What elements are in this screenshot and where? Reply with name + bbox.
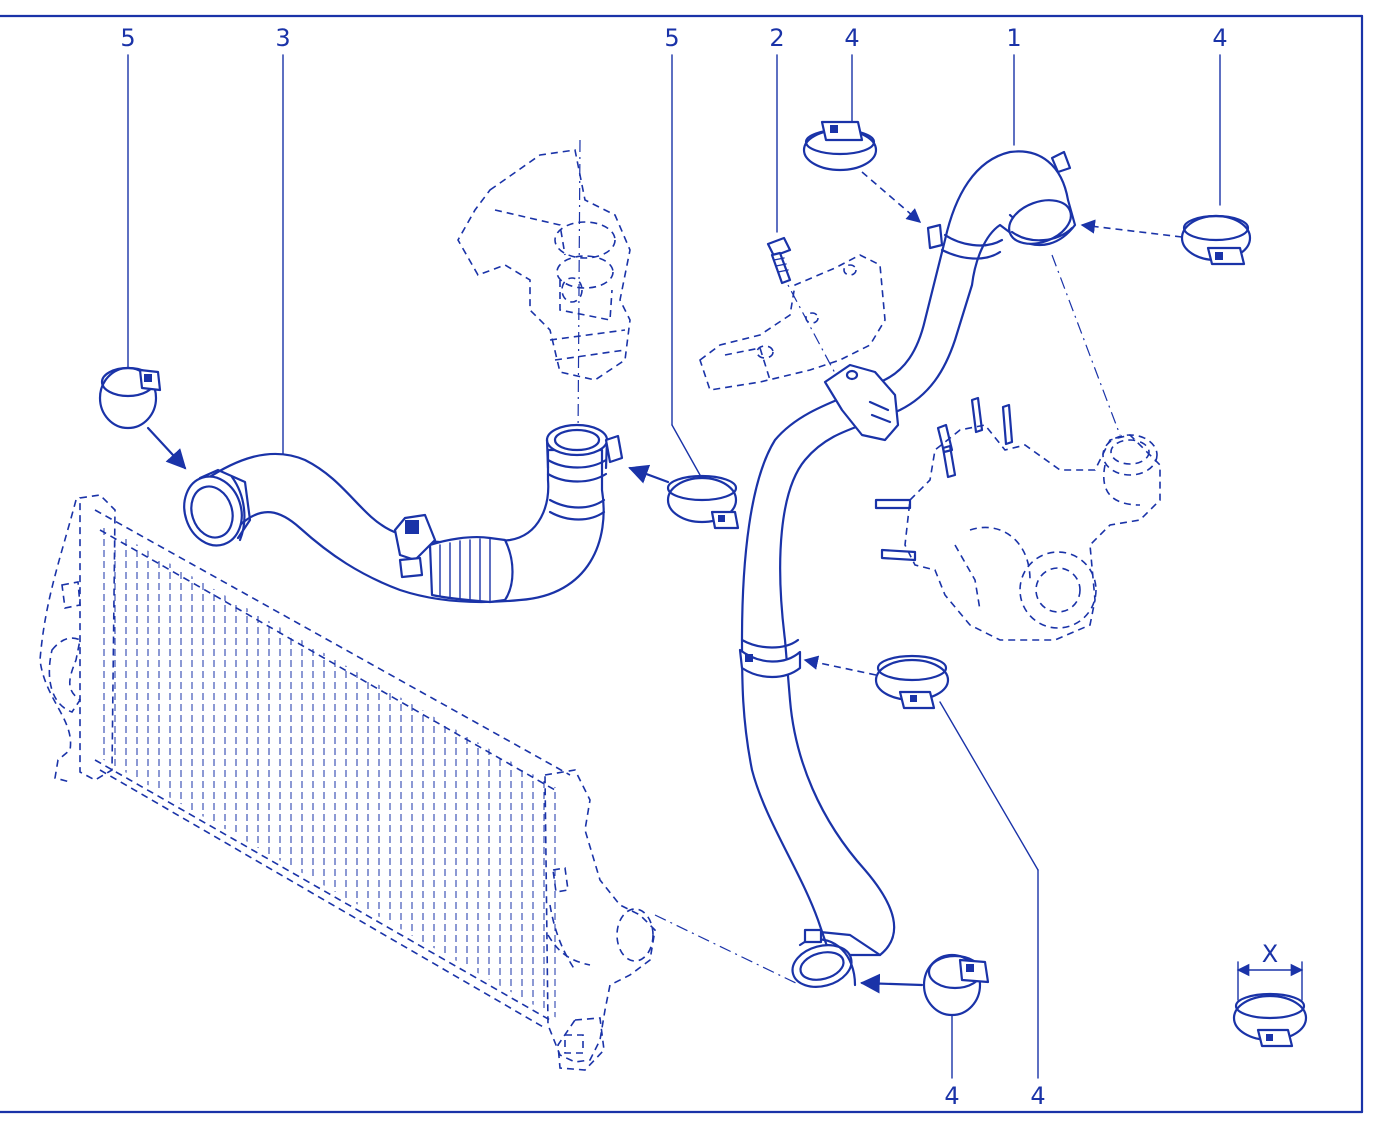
callout-label-1: 1 bbox=[1006, 24, 1021, 52]
hose-clamp-5-mid bbox=[666, 474, 740, 530]
mounting-bracket-2 bbox=[699, 236, 900, 442]
intake-hose-3 bbox=[183, 423, 624, 604]
charge-pipe-1 bbox=[738, 150, 1077, 988]
callout-label-4: 4 bbox=[1212, 24, 1227, 52]
callout-label-5: 5 bbox=[120, 24, 135, 52]
callout-label-4: 4 bbox=[844, 24, 859, 52]
callout-label-2: 2 bbox=[769, 24, 784, 52]
callout-label-3: 3 bbox=[275, 24, 290, 52]
callout-label-4: 4 bbox=[944, 1082, 959, 1110]
diagram-frame bbox=[0, 14, 1364, 1114]
throttle-housing bbox=[457, 149, 631, 381]
callout-leaders bbox=[127, 54, 1221, 1079]
hose-clamp-4-mid-right bbox=[874, 654, 950, 710]
hose-clamp-4-top-left bbox=[802, 120, 878, 172]
turbo-studs bbox=[874, 396, 1014, 562]
intercooler bbox=[39, 494, 656, 1071]
callout-label-5: 5 bbox=[664, 24, 679, 52]
hose-clamp-4-bottom bbox=[922, 953, 990, 1017]
detail-x: X bbox=[1232, 940, 1308, 1048]
dimension-label-x: X bbox=[1262, 940, 1278, 968]
hose-clamp-4-top-right bbox=[1180, 214, 1252, 266]
callout-labels: 5 3 5 2 4 1 4 4 4 bbox=[120, 24, 1227, 1110]
hose-clamp-5-left bbox=[98, 366, 162, 430]
callout-label-4: 4 bbox=[1030, 1082, 1045, 1110]
assembly-arrows bbox=[146, 171, 1183, 994]
turbocharger bbox=[874, 396, 1161, 641]
